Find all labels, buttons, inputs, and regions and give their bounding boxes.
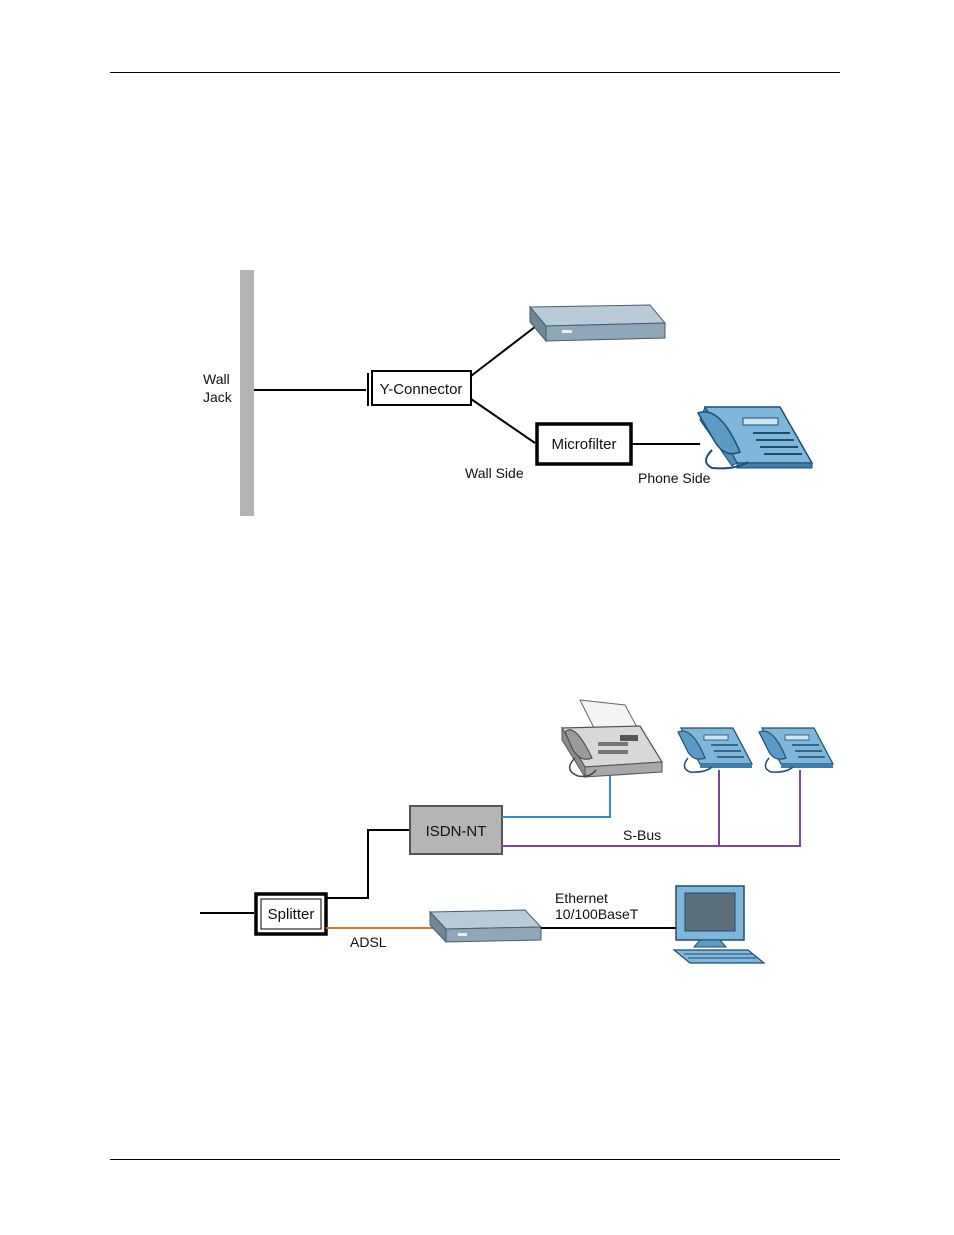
ethernet-label-line2: 10/100BaseT [555, 906, 639, 922]
wall-side-label: Wall Side [465, 465, 524, 481]
microfilter-label: Microfilter [551, 436, 616, 453]
s-bus-label: S-Bus [623, 827, 661, 843]
wall-jack-label-line1: Wall [203, 371, 230, 387]
isdn-nt-label: ISDN-NT [426, 823, 487, 840]
wall-jack [240, 270, 254, 516]
adsl-label: ADSL [350, 934, 387, 950]
phone-side-label: Phone Side [638, 470, 711, 486]
figure-isdn-splitter: Splitter ISDN-NT S-Bus [200, 697, 833, 965]
adsl-router-icon [430, 910, 541, 942]
adsl-modem-icon [530, 305, 665, 341]
figure-y-connector: Wall Jack Y-Connector Microfilter Wall S… [203, 265, 812, 517]
y-connector-label: Y-Connector [380, 381, 463, 398]
ethernet-label-line1: Ethernet [555, 890, 608, 906]
wall-jack-label-line2: Jack [203, 389, 233, 405]
splitter-label: Splitter [268, 906, 315, 923]
